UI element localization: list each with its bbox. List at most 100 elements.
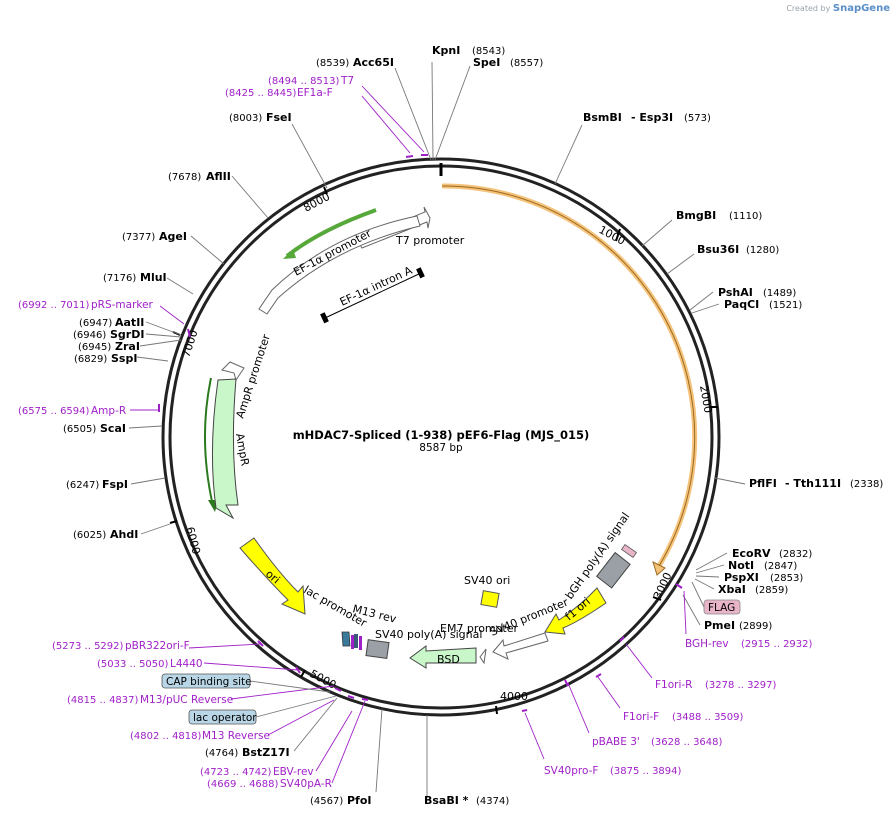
enzyme-paqci-pos: (1521): [769, 300, 802, 311]
primer-l4440[interactable]: L4440: [170, 658, 203, 670]
primer-pbabe3-pos: (3628 .. 3648): [651, 737, 723, 748]
primer-l4440-pos: (5033 .. 5050): [97, 659, 169, 670]
primer-f1ori-f[interactable]: F1ori-F: [623, 711, 659, 723]
ef1a-promoter-green: [285, 208, 377, 258]
primer-ebv-rev[interactable]: EBV-rev: [273, 766, 314, 778]
primer-pbr322ori-f[interactable]: pBR322ori-F: [125, 640, 190, 652]
enzyme-xbai-pos: (2859): [755, 585, 788, 596]
primer-m13-reverse[interactable]: M13 Reverse: [202, 730, 270, 742]
ampr-promoter-label: AmpR promoter: [233, 332, 273, 420]
enzyme-scai[interactable]: ScaI: [100, 422, 126, 435]
enzyme-aatii-pos: (6947): [79, 318, 112, 329]
tick-label-4000: 4000: [500, 690, 528, 703]
enzyme-bmgbi[interactable]: BmgBI: [676, 209, 716, 222]
snapgene-watermark: Created by SnapGene: [786, 3, 890, 14]
plasmid-size: 8587 bp: [419, 442, 463, 454]
enzyme-sgrdi[interactable]: SgrDI: [110, 328, 144, 341]
enzyme-aflii-pos: (7678): [168, 172, 201, 183]
ampr-arrow: [211, 378, 239, 520]
enzyme-tth111i[interactable]: - Tth111I: [785, 477, 841, 490]
primer-ebv-rev-pos: (4723 .. 4742): [200, 767, 272, 778]
primer-f1ori-r-pos: (3278 .. 3297): [705, 680, 777, 691]
primer-ef1a-f-pos: (8425 .. 8445): [225, 88, 297, 99]
primer-leaders: [130, 85, 687, 784]
enzyme-aatii[interactable]: AatII: [115, 316, 144, 329]
primer-m13puc-rev[interactable]: M13/pUC Reverse: [140, 694, 233, 706]
sv40-ori-label: SV40 ori: [464, 574, 510, 587]
bgh-polya-box: [595, 551, 631, 589]
enzyme-fspi[interactable]: FspI: [102, 478, 128, 491]
enzyme-acc65i[interactable]: Acc65I: [353, 56, 394, 69]
primer-f1ori-f-pos: (3488 .. 3509): [672, 712, 744, 723]
ef1a-promoter-label: EF-1α promoter: [291, 227, 373, 279]
enzyme-aflii[interactable]: AflII: [206, 170, 231, 183]
tick-5000: [300, 669, 306, 678]
primer-sv40pro-f[interactable]: SV40pro-F: [544, 765, 598, 777]
ef1a-intron-label: EF-1α intron A: [338, 264, 415, 309]
enzyme-sspi[interactable]: SspI: [111, 352, 137, 365]
flag-feature-marker: [620, 543, 638, 559]
f1-ori-arrow: [544, 587, 607, 635]
enzyme-bsabi[interactable]: BsaBI *: [424, 794, 469, 807]
enzyme-bsmbi-pos: (573): [684, 113, 711, 124]
enzyme-noti[interactable]: NotI: [728, 559, 754, 572]
enzyme-pspxi[interactable]: PspXI: [724, 571, 759, 584]
enzyme-spei[interactable]: SpeI: [473, 56, 500, 69]
primer-prs-marker-pos: (6992 .. 7011): [18, 300, 90, 311]
m13-rev-marker: [351, 635, 354, 649]
primer-m13-reverse-pos: (4802 .. 4818): [130, 731, 202, 742]
primer-amp-r-pos: (6575 .. 6594): [18, 406, 90, 417]
enzyme-esp3i[interactable]: - Esp3I: [631, 111, 673, 124]
enzyme-zrai[interactable]: ZraI: [115, 340, 140, 353]
enzyme-leaders: [128, 61, 746, 796]
enzyme-pflfi[interactable]: PflFI: [749, 477, 777, 490]
enzyme-bstz17i[interactable]: BstZ17I: [242, 746, 290, 759]
enzyme-pfoi[interactable]: PfoI: [347, 794, 372, 807]
enzyme-xbai[interactable]: XbaI: [718, 583, 746, 596]
primer-ef1a-f[interactable]: EF1a-F: [297, 87, 333, 99]
enzyme-bmgbi-pos: (1110): [729, 211, 762, 222]
enzyme-noti-pos: (2847): [764, 561, 797, 572]
tick-8000: [323, 186, 328, 195]
enzyme-zrai-pos: (6945): [78, 342, 111, 353]
primer-f1ori-r[interactable]: F1ori-R: [655, 679, 692, 691]
primer-amp-r[interactable]: Amp-R: [91, 405, 126, 417]
bsd-label: BSD: [437, 653, 460, 666]
enzyme-mlui-pos: (7176): [103, 273, 136, 284]
enzyme-spei-pos: (8557): [510, 58, 543, 69]
enzyme-paqci[interactable]: PaqCI: [724, 298, 759, 311]
enzyme-bsu36i[interactable]: Bsu36I: [697, 243, 739, 256]
primer-prs-marker[interactable]: pRS-marker: [91, 299, 154, 311]
lac-promoter-arrow: [341, 631, 351, 647]
enzyme-fsei[interactable]: FseI: [266, 111, 292, 124]
ampr-green-line: [204, 377, 214, 507]
enzyme-bsmbi[interactable]: BsmBI: [583, 111, 622, 124]
enzyme-pmei[interactable]: PmeI: [704, 619, 735, 632]
enzyme-ecorv[interactable]: EcoRV: [732, 547, 771, 560]
enzyme-mlui[interactable]: MluI: [140, 271, 167, 284]
backbone-outer: [161, 157, 721, 717]
enzyme-ahdi[interactable]: AhdI: [110, 528, 138, 541]
ef1a-intron-line: [324, 272, 422, 319]
enzyme-pspxi-pos: (2853): [770, 573, 803, 584]
enzyme-agei-pos: (7377): [122, 232, 155, 243]
bgh-polya-label: bGH poly(A) signal: [563, 510, 633, 602]
ef1a-intron-end-b: [320, 312, 329, 324]
lac-operator-lead: [255, 695, 337, 718]
t7-promoter-label: T7 promoter: [395, 234, 465, 247]
enzyme-bsabi-pos: (4374): [476, 796, 509, 807]
enzyme-pshai[interactable]: PshAI: [718, 286, 753, 299]
sv40-promoter-arrow: [492, 632, 549, 660]
primer-sv40pa-r[interactable]: SV40pA-R: [280, 778, 332, 790]
primer-bgh-rev[interactable]: BGH-rev: [685, 638, 729, 650]
enzyme-agei[interactable]: AgeI: [159, 230, 187, 243]
primer-t7[interactable]: T7: [340, 75, 354, 87]
ef1a-promoter-green-head: [283, 249, 296, 259]
enzyme-kpni-pos: (8543): [472, 46, 505, 57]
primer-pbabe3[interactable]: pBABE 3': [592, 736, 640, 748]
enzyme-kpni[interactable]: KpnI: [432, 44, 460, 57]
em7-promoter-arrow: [479, 648, 487, 665]
em7-promoter-label: EM7 promoter: [440, 622, 518, 635]
enzyme-ahdi-pos: (6025): [73, 530, 106, 541]
flag-tag-label: FLAG: [708, 602, 735, 614]
